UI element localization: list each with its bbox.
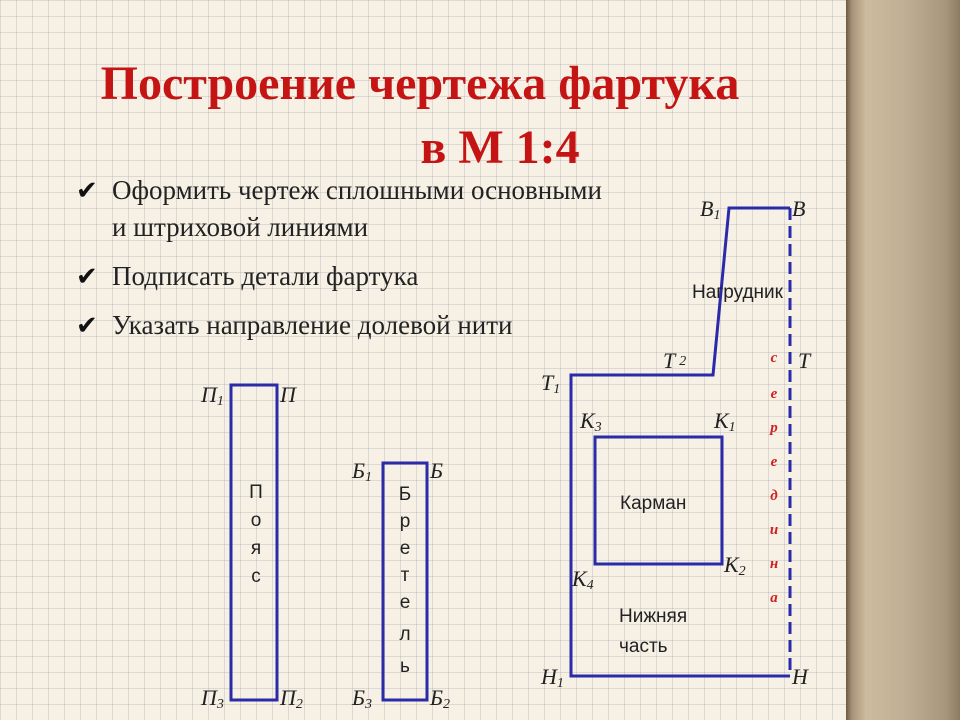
label-v: В [792,196,805,221]
task-text: Оформить чертеж сплошными основными и шт… [112,175,602,242]
label-k2: К2 [723,552,746,579]
label-t: Т [798,348,812,373]
belt-name-letter: с [251,566,261,587]
strap-name-letter: е [400,538,411,559]
label-b1: Б1 [351,458,372,485]
strap-name-letter: Б [399,484,411,505]
task-list: ✔ Оформить чертеж сплошными основными и ш… [76,172,616,356]
label-n1: Н1 [540,664,564,691]
apron-outline [569,206,790,678]
task-text: Указать направление долевой нити [112,310,513,340]
checkmark-icon: ✔ [76,311,98,340]
label-n: Н [791,664,809,689]
label-v1: В1 [700,196,720,223]
checkmark-icon: ✔ [76,262,98,291]
label-k3: К3 [579,408,602,435]
lower-part-label-line2: часть [619,636,668,657]
belt-name: П о я с [249,482,263,587]
middle-letter: е [771,454,778,470]
strap-name-letter: р [400,511,411,532]
checkmark-icon: ✔ [76,176,98,205]
label-k1: К1 [713,408,736,435]
label-p: П [279,382,297,407]
middle-letter: р [768,420,778,436]
belt-name-letter: я [251,538,261,559]
strap-name-letter: ь [400,656,410,677]
middle-letter: и [770,522,778,538]
lower-part-label-line1: Нижняя [619,606,687,627]
strap-name: Б р е т е л ь [399,484,411,677]
ruler-decoration [846,0,960,720]
task-item: ✔ Оформить чертеж сплошными основными и ш… [76,172,616,246]
strap-name-letter: т [401,565,410,586]
pocket-outline [593,435,724,566]
label-t1: Т1 [541,370,560,397]
label-b2: Б2 [429,685,450,712]
belt-outline [229,383,279,702]
label-k4: К4 [571,566,594,593]
pocket-label: Карман [620,493,686,514]
middle-letter: д [770,488,778,504]
page-subtitle-scale: в М 1:4 [420,121,580,174]
belt-name-letter: П [249,482,263,503]
strap-name-letter: л [399,624,410,645]
belt-name-letter: о [251,510,262,531]
bib-label: Нагрудник [692,282,784,303]
task-item: ✔ Подписать детали фартука [76,258,616,295]
middle-letter: с [771,350,778,366]
page-title: Построение чертежа фартука [100,57,740,110]
label-p2: П2 [279,685,303,712]
strap-outline [381,461,429,702]
task-text: Подписать детали фартука [112,261,419,291]
label-p3: П3 [200,685,224,712]
middle-letter: н [770,556,778,572]
label-b3: Б3 [351,685,372,712]
middle-letter: е [771,386,778,402]
middle-fold-label: с е р е д и н а [768,350,778,606]
strap-name-letter: е [400,592,411,613]
label-b: Б [429,458,443,483]
task-item: ✔ Указать направление долевой нити [76,307,616,344]
label-p1: П1 [200,382,224,409]
middle-letter: а [770,590,778,606]
